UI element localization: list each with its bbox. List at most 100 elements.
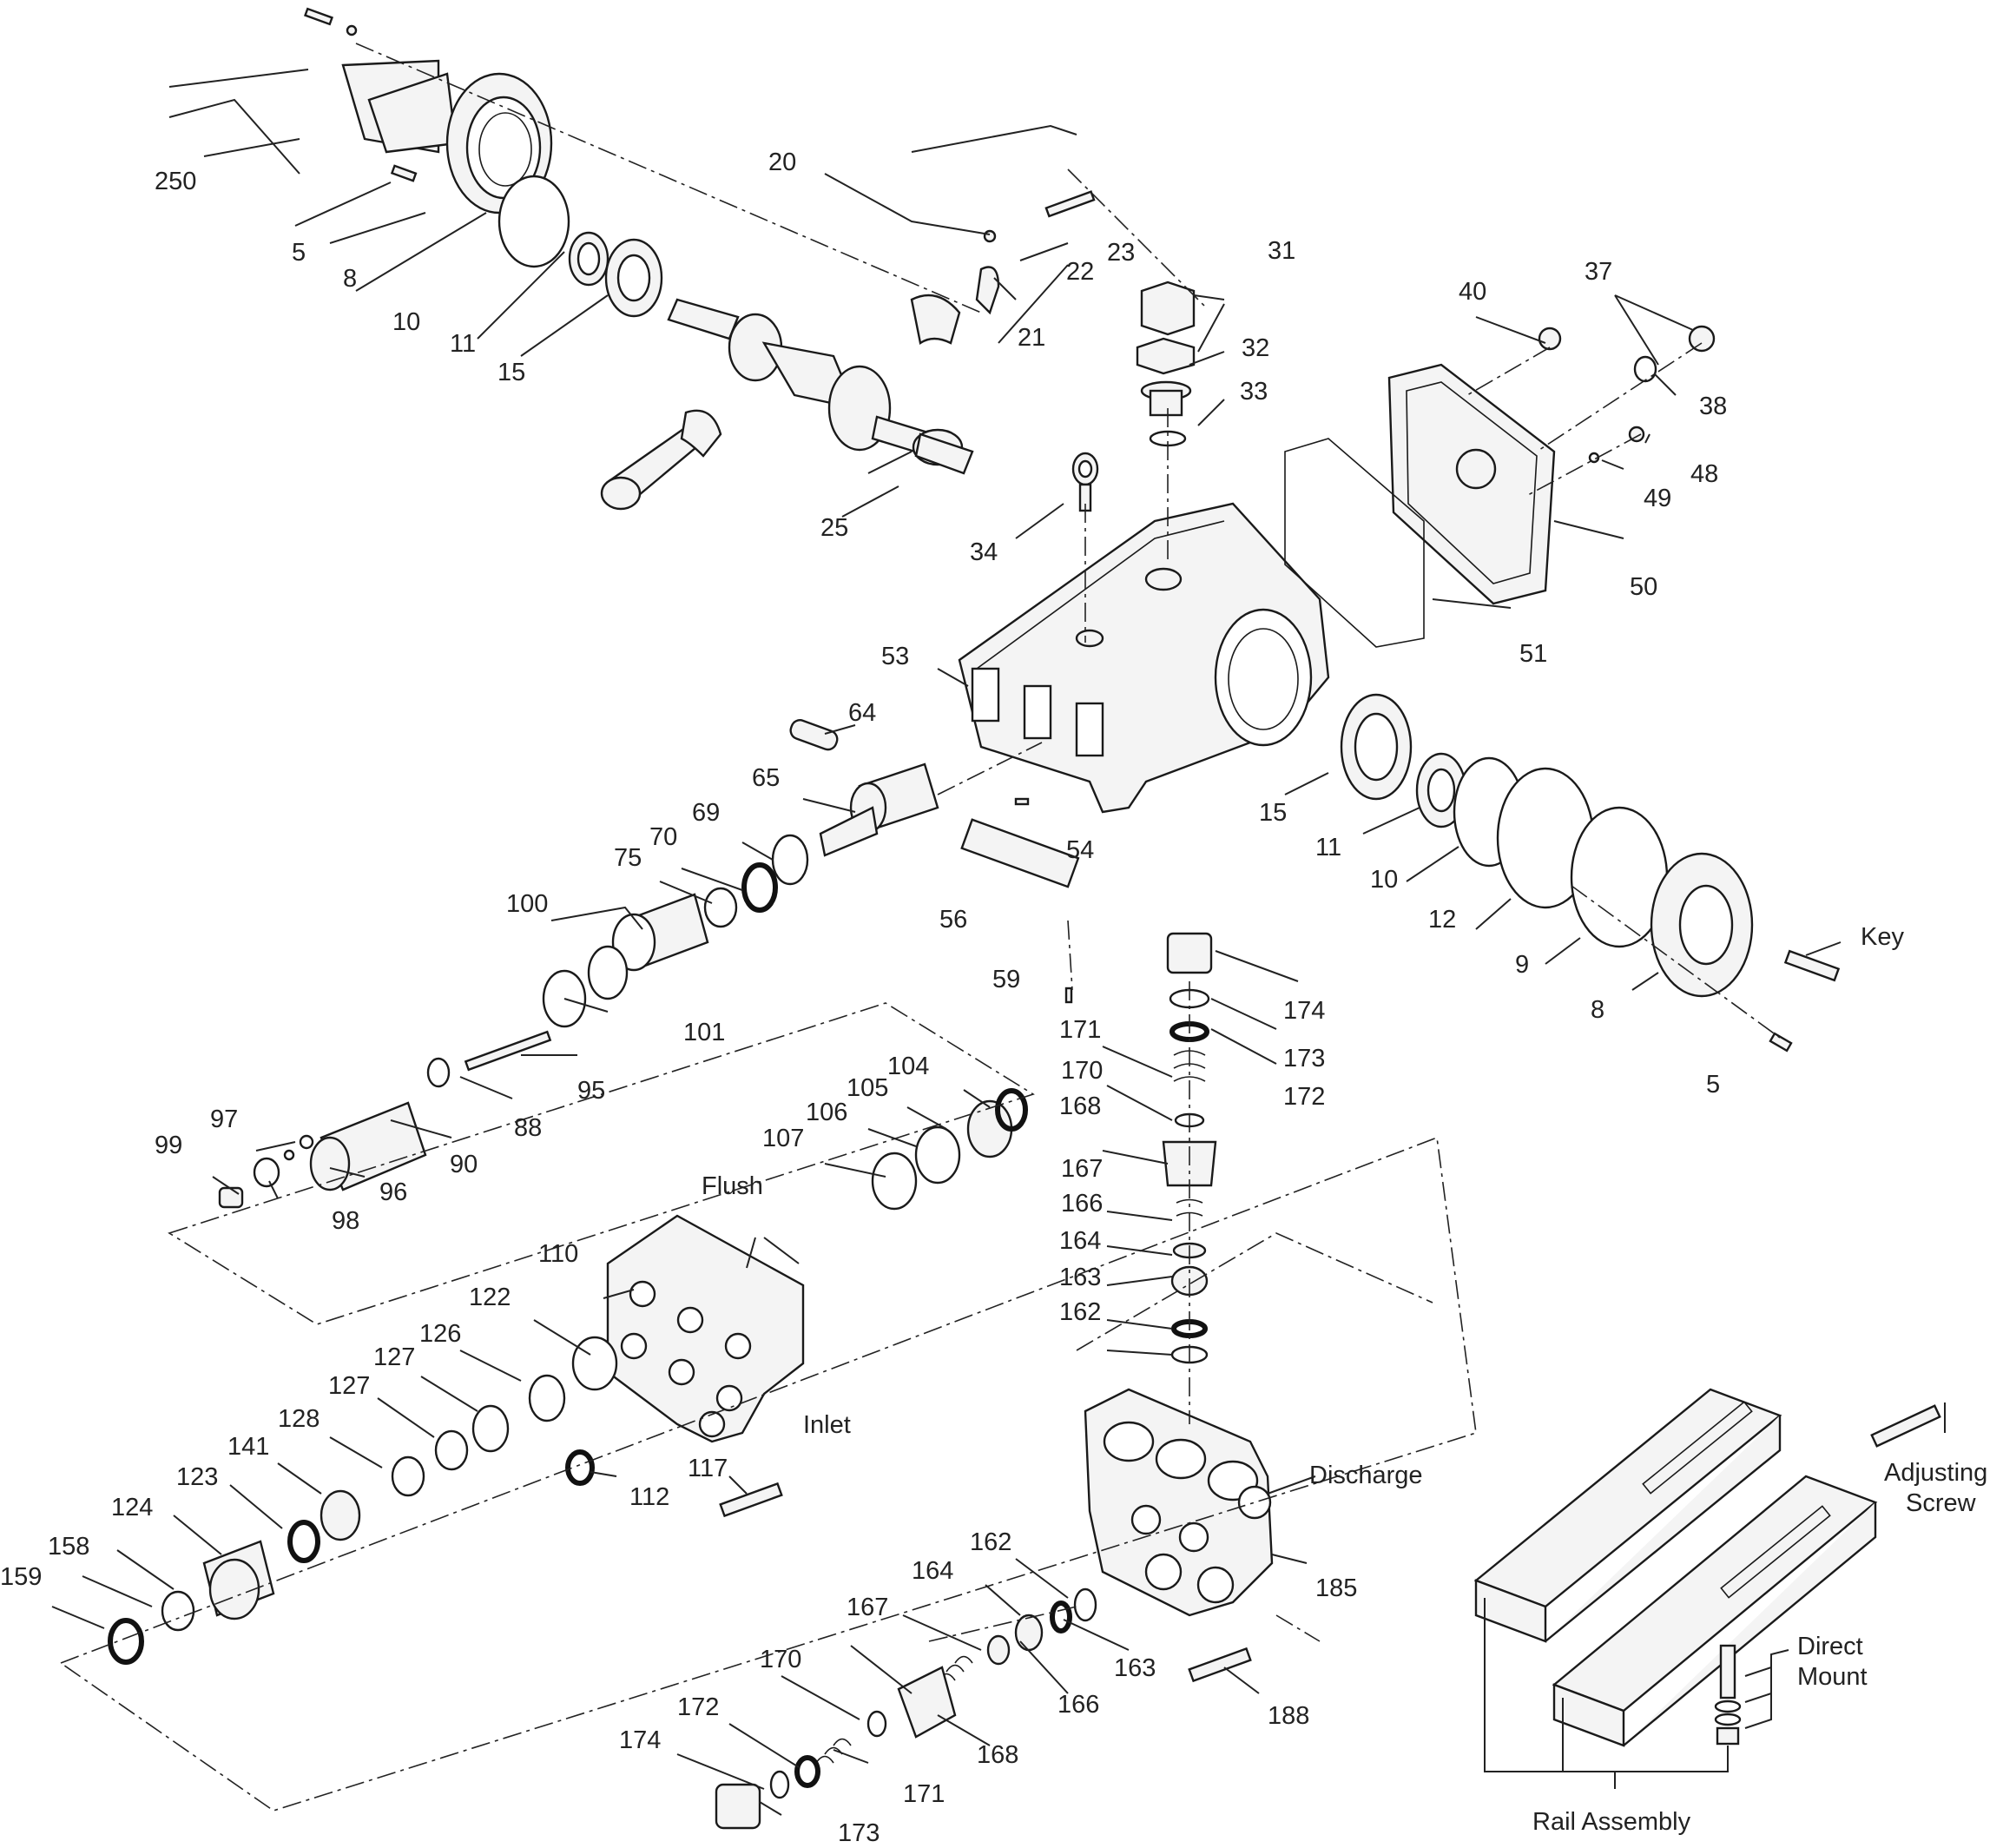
label-110: 110 xyxy=(538,1240,578,1268)
label-70: 70 xyxy=(649,823,677,851)
label-128: 128 xyxy=(278,1405,320,1433)
label-170a: 170 xyxy=(1061,1057,1103,1085)
callout-labels: 250 5 8 10 11 15 20 21 22 23 25 31 32 33… xyxy=(0,148,1987,1847)
label-48: 48 xyxy=(1690,460,1718,488)
label-171a: 171 xyxy=(1059,1016,1101,1044)
label-88: 88 xyxy=(514,1114,542,1142)
label-173a: 173 xyxy=(1283,1045,1325,1072)
label-37: 37 xyxy=(1585,258,1612,286)
part-50-rear-cover xyxy=(1284,325,1716,648)
label-164a: 164 xyxy=(1059,1227,1101,1255)
label-127a: 127 xyxy=(373,1343,415,1371)
label-15b: 15 xyxy=(1259,799,1287,827)
label-106: 106 xyxy=(806,1099,847,1126)
label-69: 69 xyxy=(692,799,720,827)
label-64: 64 xyxy=(848,699,876,727)
label-167a: 167 xyxy=(1061,1155,1103,1183)
label-166b: 166 xyxy=(1058,1691,1099,1719)
label-50: 50 xyxy=(1630,573,1657,601)
label-rail-assembly: Rail Assembly xyxy=(1532,1808,1691,1836)
part-plunger-stack xyxy=(218,719,1080,1209)
label-166a: 166 xyxy=(1061,1190,1103,1218)
label-124: 124 xyxy=(111,1494,153,1521)
label-90: 90 xyxy=(450,1151,478,1178)
parts-drawings xyxy=(108,7,1941,1830)
label-49: 49 xyxy=(1644,485,1671,512)
label-32: 32 xyxy=(1242,334,1269,362)
label-20: 20 xyxy=(768,148,796,176)
label-33: 33 xyxy=(1240,378,1268,406)
label-168b: 168 xyxy=(977,1741,1018,1769)
label-163b: 163 xyxy=(1114,1654,1156,1682)
label-56: 56 xyxy=(939,906,967,934)
label-164b: 164 xyxy=(912,1557,953,1585)
label-162a: 162 xyxy=(1059,1298,1101,1326)
label-22: 22 xyxy=(1066,258,1094,286)
label-107: 107 xyxy=(762,1125,804,1152)
label-38: 38 xyxy=(1699,393,1727,420)
label-141: 141 xyxy=(227,1433,269,1461)
label-10: 10 xyxy=(392,308,420,336)
label-168a: 168 xyxy=(1059,1092,1101,1120)
part-right-bearing-stack xyxy=(1340,693,1841,1053)
label-174b: 174 xyxy=(619,1726,661,1754)
label-97: 97 xyxy=(210,1106,238,1133)
label-5b: 5 xyxy=(1706,1071,1720,1099)
label-173b: 173 xyxy=(838,1819,880,1847)
label-96: 96 xyxy=(379,1178,407,1206)
label-112: 112 xyxy=(629,1483,669,1511)
leader-lines xyxy=(51,69,1946,1816)
label-8b: 8 xyxy=(1591,996,1604,1024)
label-158: 158 xyxy=(48,1533,89,1561)
part-53-crankcase xyxy=(958,502,1330,814)
label-172b: 172 xyxy=(677,1693,719,1721)
part-31-33-fill-plug xyxy=(1071,280,1196,512)
part-rail-assembly xyxy=(1473,1388,1941,1747)
part-110-inlet-manifold xyxy=(108,1088,1028,1665)
label-10b: 10 xyxy=(1370,866,1398,894)
label-123: 123 xyxy=(176,1463,218,1491)
label-53: 53 xyxy=(881,643,909,670)
label-mount: Mount xyxy=(1797,1663,1868,1691)
label-direct: Direct xyxy=(1797,1633,1863,1660)
part-250-bearing-cover xyxy=(303,7,663,318)
label-159: 159 xyxy=(0,1563,42,1591)
part-bottom-valve-stack xyxy=(715,1587,1097,1830)
label-21: 21 xyxy=(1018,324,1045,352)
label-250: 250 xyxy=(155,168,196,195)
label-54: 54 xyxy=(1066,836,1094,864)
label-105: 105 xyxy=(847,1074,888,1102)
label-126: 126 xyxy=(419,1320,461,1348)
label-100: 100 xyxy=(506,890,548,918)
label-key: Key xyxy=(1861,923,1904,951)
label-188: 188 xyxy=(1268,1702,1309,1730)
label-8: 8 xyxy=(343,265,357,293)
label-101: 101 xyxy=(683,1019,725,1046)
label-170b: 170 xyxy=(760,1646,801,1673)
label-12: 12 xyxy=(1428,906,1456,934)
label-99: 99 xyxy=(155,1132,182,1159)
label-171b: 171 xyxy=(903,1780,945,1808)
label-25: 25 xyxy=(820,514,848,542)
label-9: 9 xyxy=(1515,951,1529,979)
part-185-discharge-manifold xyxy=(1084,1388,1274,1683)
label-23: 23 xyxy=(1107,239,1135,267)
part-25-crankshaft xyxy=(600,190,1096,511)
label-11: 11 xyxy=(450,330,476,358)
label-104: 104 xyxy=(887,1053,929,1080)
label-65: 65 xyxy=(752,764,780,792)
label-117: 117 xyxy=(688,1455,728,1482)
label-127b: 127 xyxy=(328,1372,370,1400)
label-flush: Flush xyxy=(702,1172,763,1200)
label-40: 40 xyxy=(1459,278,1486,306)
label-163a: 163 xyxy=(1059,1264,1101,1291)
label-167b: 167 xyxy=(847,1594,888,1621)
label-screw: Screw xyxy=(1906,1489,1977,1517)
label-162b: 162 xyxy=(970,1528,1011,1556)
label-51: 51 xyxy=(1519,640,1547,668)
label-31: 31 xyxy=(1268,237,1295,265)
label-122: 122 xyxy=(469,1284,511,1311)
assembly-axis-lines xyxy=(59,43,1781,1812)
label-98: 98 xyxy=(332,1207,359,1235)
